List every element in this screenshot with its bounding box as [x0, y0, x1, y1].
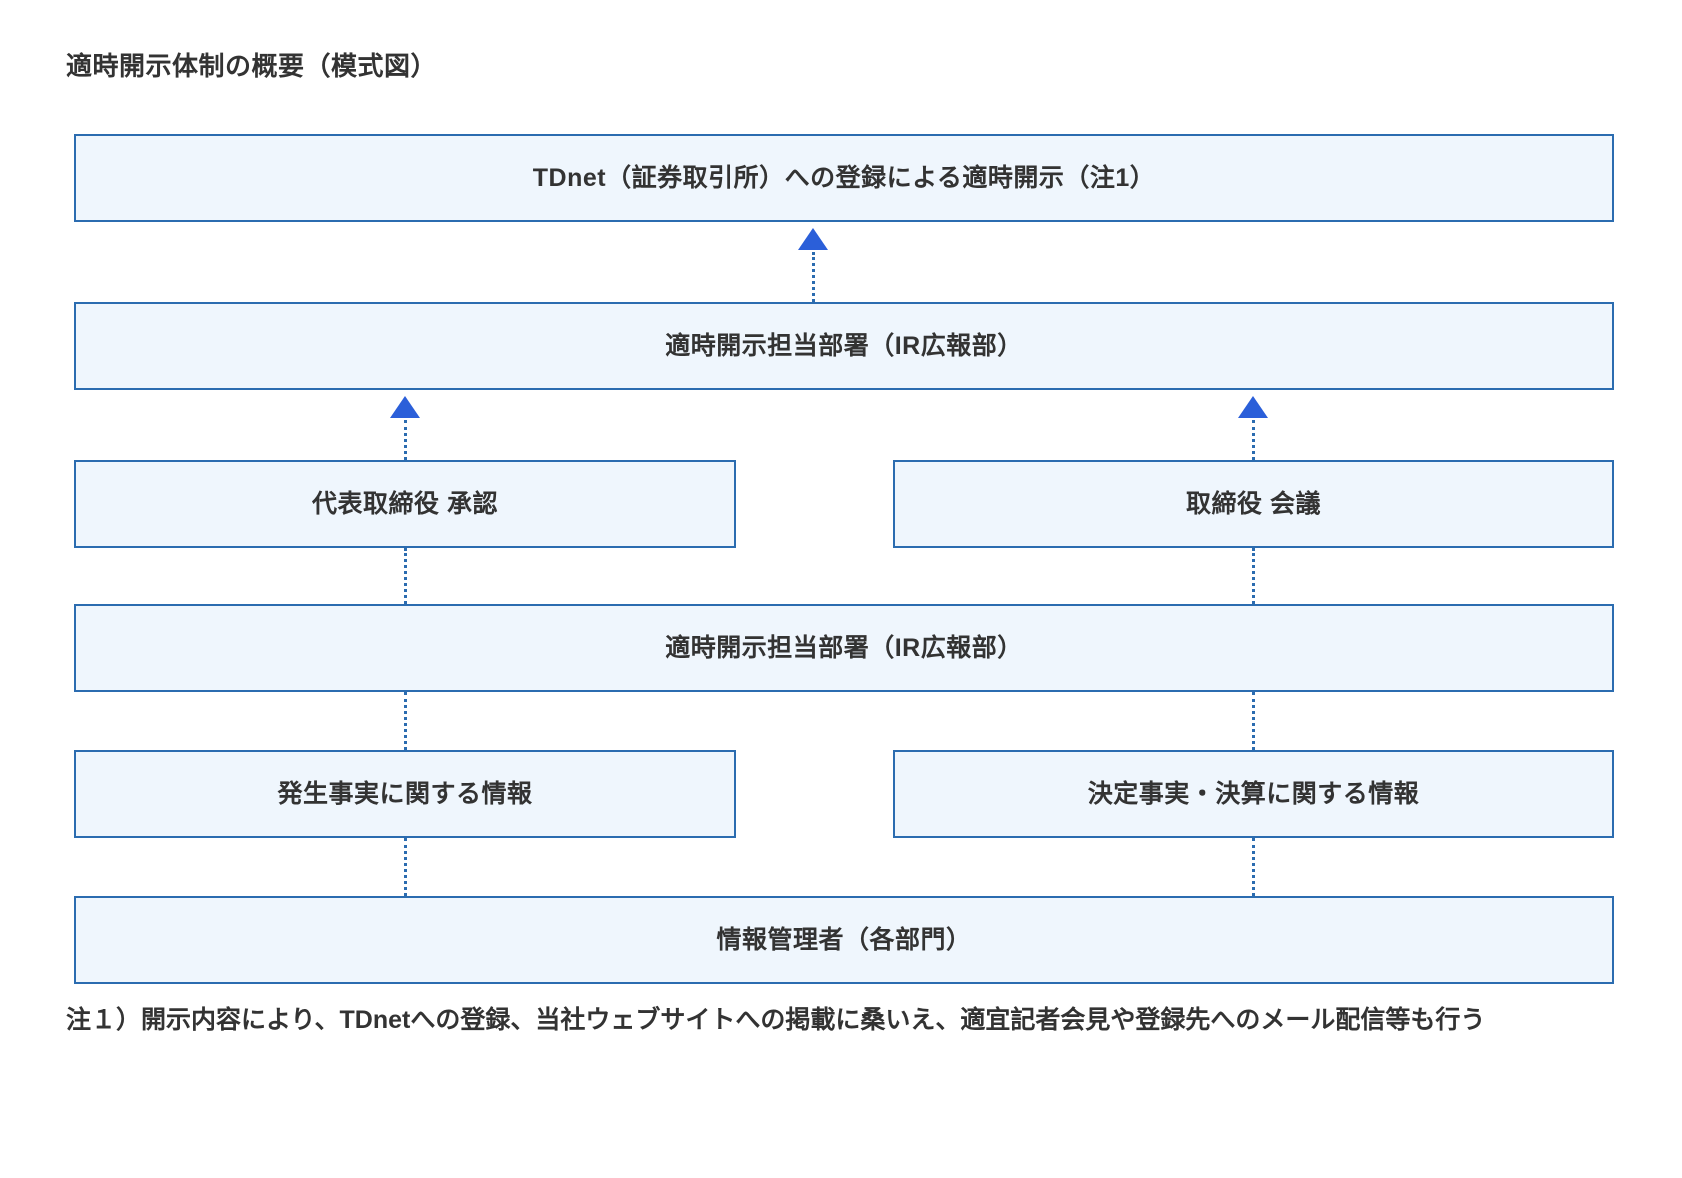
connector-manager-to-occurrence [404, 838, 407, 896]
connector-ir-to-tdnet [812, 252, 815, 302]
node-decision-facts: 決定事実・決算に関する情報 [893, 750, 1614, 838]
arrow-up-icon-to-ir-upper-right [1238, 396, 1268, 418]
node-board-meeting: 取締役 会議 [893, 460, 1614, 548]
connector-decision-to-ir-lower [1252, 692, 1255, 750]
node-tdnet-disclosure: TDnet（証券取引所）への登録による適時開示（注1） [74, 134, 1614, 222]
connector-board-to-ir-upper [1252, 420, 1255, 460]
arrow-up-icon-to-ir-upper-left [390, 396, 420, 418]
node-ir-department-upper: 適時開示担当部署（IR広報部） [74, 302, 1614, 390]
node-ir-department-upper-label: 適時開示担当部署（IR広報部） [665, 332, 1023, 360]
node-tdnet-disclosure-label: TDnet（証券取引所）への登録による適時開示（注1） [532, 164, 1156, 192]
node-information-manager-label: 情報管理者（各部門） [716, 926, 972, 954]
node-ir-department-lower-label: 適時開示担当部署（IR広報部） [665, 634, 1023, 662]
connector-ir-lower-to-director [404, 548, 407, 604]
node-decision-facts-label: 決定事実・決算に関する情報 [1087, 780, 1420, 808]
node-representative-director: 代表取締役 承認 [74, 460, 736, 548]
connector-occurrence-to-ir-lower [404, 692, 407, 750]
node-occurrence-facts: 発生事実に関する情報 [74, 750, 736, 838]
footnote-note1: 注１）開示内容により、TDnetへの登録、当社ウェブサイトへの掲載に桑いえ、適宜… [66, 1006, 1486, 1034]
node-representative-director-label: 代表取締役 承認 [312, 490, 498, 518]
node-occurrence-facts-label: 発生事実に関する情報 [277, 780, 533, 808]
page-title: 適時開示体制の概要（模式図） [66, 51, 438, 81]
node-information-manager: 情報管理者（各部門） [74, 896, 1614, 984]
node-ir-department-lower: 適時開示担当部署（IR広報部） [74, 604, 1614, 692]
connector-manager-to-decision [1252, 838, 1255, 896]
connector-director-to-ir-upper [404, 420, 407, 460]
connector-ir-lower-to-board [1252, 548, 1255, 604]
arrow-up-icon-to-tdnet [798, 228, 828, 250]
node-board-meeting-label: 取締役 会議 [1186, 490, 1321, 518]
